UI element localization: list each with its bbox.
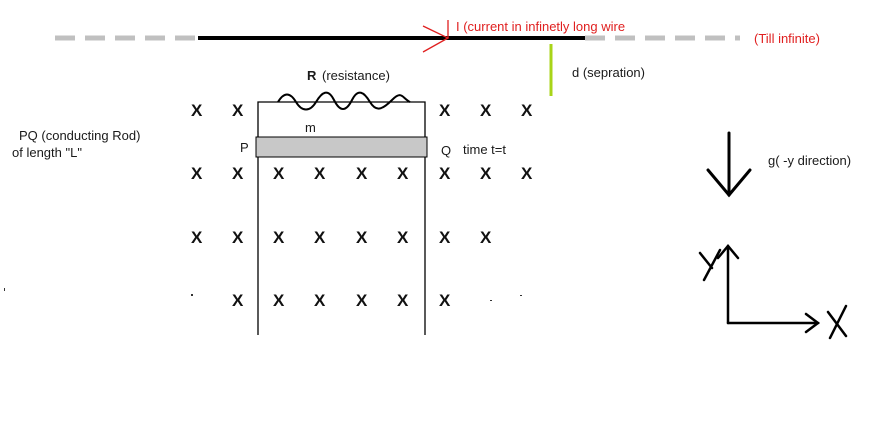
field-cross: X [397, 228, 409, 247]
resistor-icon [277, 91, 411, 111]
field-cross: X [439, 291, 451, 310]
rod-description-1: PQ (conducting Rod) [19, 128, 140, 143]
axes-icon [698, 244, 848, 340]
field-cross: X [314, 228, 326, 247]
gravity-label: g( -y direction) [768, 153, 851, 168]
field-cross: X [273, 291, 285, 310]
separation-label: d (sepration) [572, 65, 645, 80]
field-cross: X [191, 228, 203, 247]
rod-end-p: P [240, 140, 249, 155]
field-cross: X [273, 228, 285, 247]
field-cross: X [439, 164, 451, 183]
field-cross: X [397, 164, 409, 183]
till-infinite-label: (Till infinite) [754, 31, 820, 46]
resistance-label: (resistance) [322, 68, 390, 83]
field-cross: X [480, 164, 492, 183]
field-cross: X [273, 164, 285, 183]
field-cross: X [232, 164, 244, 183]
field-cross: X [314, 164, 326, 183]
field-cross: X [232, 228, 244, 247]
current-label: I (current in infinetly long wire [456, 19, 625, 34]
field-cross: X [191, 164, 203, 183]
stray-marks [4, 288, 522, 301]
conducting-rod [255, 136, 428, 158]
field-cross: X [314, 291, 326, 310]
field-cross: X [191, 101, 203, 120]
resistance-symbol: R [307, 68, 317, 83]
rod-end-q: Q [441, 143, 451, 158]
field-cross: X [232, 291, 244, 310]
gravity-arrow-icon [706, 131, 752, 198]
field-cross: X [439, 101, 451, 120]
time-label: time t=t [463, 142, 506, 157]
field-cross: X [356, 228, 368, 247]
circuit-frame [257, 101, 426, 335]
rod-description-2: of length "L" [12, 145, 82, 160]
field-cross: X [521, 101, 533, 120]
field-cross: X [480, 228, 492, 247]
current-arrow-icon [422, 20, 450, 53]
field-cross: X [439, 228, 451, 247]
field-cross: X [356, 164, 368, 183]
field-cross: X [480, 101, 492, 120]
field-cross: X [232, 101, 244, 120]
magnetic-field: X X X X X X X X X X X X X X X X X X X X … [191, 101, 533, 310]
field-cross: X [356, 291, 368, 310]
field-cross: X [521, 164, 533, 183]
field-cross: X [397, 291, 409, 310]
mass-label: m [305, 120, 316, 135]
